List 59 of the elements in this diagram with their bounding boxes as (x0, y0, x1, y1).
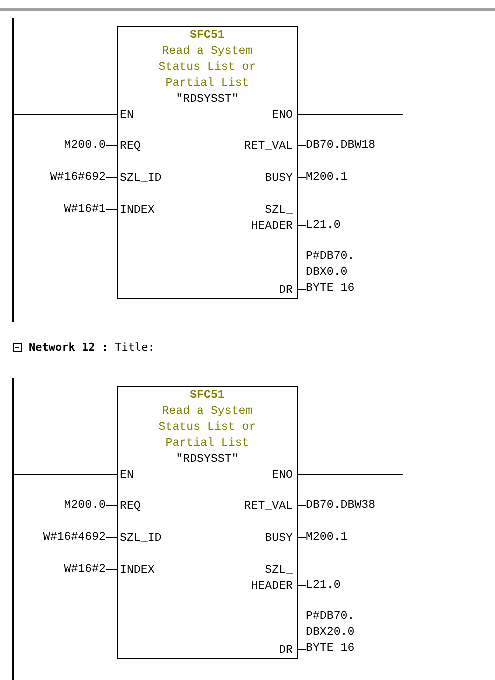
pin-name: RET_VAL (244, 499, 293, 515)
operand-label: P#DB70. DBX0.0 BYTE 16 (306, 249, 364, 297)
network-title: Network 12 : Title: (29, 340, 155, 356)
block-name: ″RDSYSST″ (176, 452, 239, 468)
pin-name: SZL_ID (120, 531, 162, 547)
function-block (117, 386, 298, 659)
pin-name: DR (279, 283, 293, 299)
pin-name: EN (120, 468, 134, 484)
operand-label: W#16#4692 (16, 530, 106, 545)
pin-name: REQ (120, 139, 141, 155)
block-number: SFC51 (190, 28, 225, 44)
pin-name: RET_VAL (244, 139, 293, 155)
operand-label: W#16#2 (16, 562, 106, 577)
pin-name: ENO (272, 468, 293, 484)
connection-line (298, 649, 306, 650)
connection-line (298, 289, 306, 290)
connection-line (106, 505, 118, 506)
operand-label: L21.0 (306, 218, 396, 233)
block-description: Read a System Status List or Partial List (158, 44, 258, 92)
connection-line (106, 569, 118, 570)
operand-label: P#DB70. DBX20.0 BYTE 16 (306, 609, 364, 657)
pin-name: DR (279, 643, 293, 659)
connection-line (298, 474, 404, 475)
connection-line (106, 145, 118, 146)
block-name: ″RDSYSST″ (176, 92, 239, 108)
operand-label: W#16#692 (16, 170, 106, 185)
connection-line (298, 145, 306, 146)
pin-name: SZL_ HEADER (251, 203, 293, 235)
pin-name: EN (120, 108, 134, 124)
block-number: SFC51 (190, 388, 225, 404)
operand-label: M200.1 (306, 530, 396, 545)
connection-line (298, 505, 306, 506)
function-block (117, 26, 298, 299)
operand-label: W#16#1 (16, 202, 106, 217)
connection-line (298, 177, 306, 178)
connection-line (106, 177, 118, 178)
connection-line (14, 474, 118, 475)
connection-line (298, 225, 306, 226)
pin-name: BUSY (265, 531, 293, 547)
operand-label: L21.0 (306, 578, 396, 593)
operand-label: DB70.DBW18 (306, 138, 396, 153)
operand-label: M200.0 (16, 498, 106, 513)
pin-name: SZL_ HEADER (251, 563, 293, 595)
connection-line (298, 114, 404, 115)
connection-line (14, 114, 118, 115)
operand-label: M200.1 (306, 170, 396, 185)
pin-name: INDEX (120, 203, 155, 219)
operand-label: DB70.DBW38 (306, 498, 396, 513)
connection-line (106, 209, 118, 210)
pin-name: ENO (272, 108, 293, 124)
pin-name: BUSY (265, 171, 293, 187)
block-description: Read a System Status List or Partial List (158, 404, 258, 452)
connection-line (298, 585, 306, 586)
operand-label: M200.0 (16, 138, 106, 153)
pin-name: SZL_ID (120, 171, 162, 187)
pin-name: REQ (120, 499, 141, 515)
pin-name: INDEX (120, 563, 155, 579)
connection-line (298, 537, 306, 538)
connection-line (106, 537, 118, 538)
